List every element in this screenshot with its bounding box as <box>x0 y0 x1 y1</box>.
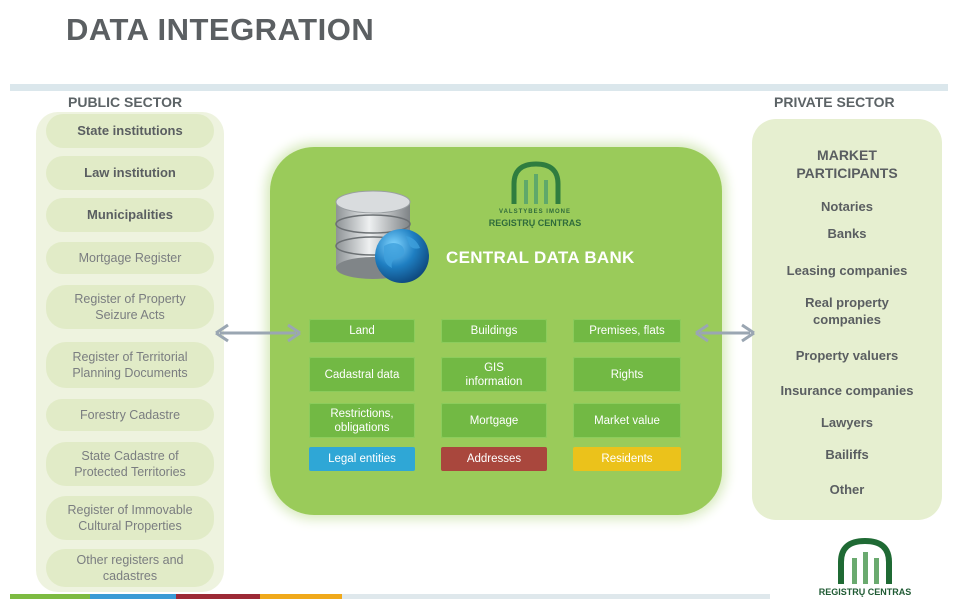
private-item-insurance: Insurance companies <box>780 383 914 398</box>
cell-restrictions: Restrictions, obligations <box>309 403 415 438</box>
central-data-bank-title: CENTRAL DATA BANK <box>446 248 635 267</box>
private-item-banks: Banks <box>827 226 867 241</box>
public-sector-title: PUBLIC SECTOR <box>68 94 183 110</box>
public-item-property-seizure: Register of Property Seizure Acts <box>46 285 214 329</box>
market-participants-heading: MARKET PARTICIPANTS <box>796 147 898 181</box>
public-item-state-institutions: State institutions <box>46 114 214 148</box>
public-item-cultural-properties: Register of Immovable Cultural Propertie… <box>46 496 214 540</box>
public-item-law-institution: Law institution <box>46 156 214 190</box>
database-globe-icon <box>335 190 429 283</box>
bar-segment-red <box>176 594 260 599</box>
bar-segment-grey <box>342 594 770 599</box>
left-double-arrow-icon <box>215 323 301 343</box>
right-double-arrow-icon <box>695 323 755 343</box>
private-item-real-property: Real property companies <box>805 295 889 327</box>
public-item-mortgage-register: Mortgage Register <box>46 242 214 274</box>
bottom-color-bar <box>10 594 770 599</box>
public-item-municipalities: Municipalities <box>46 198 214 232</box>
bar-segment-green <box>10 594 90 599</box>
private-sector-title: PRIVATE SECTOR <box>774 94 895 110</box>
cell-buildings: Buildings <box>441 319 547 343</box>
cell-mortgage: Mortgage <box>441 403 547 438</box>
cell-cadastral-data: Cadastral data <box>309 357 415 392</box>
header-divider <box>10 84 948 91</box>
cell-premises: Premises, flats <box>573 319 681 343</box>
cell-gis-information: GIS information <box>441 357 547 392</box>
cell-rights: Rights <box>573 357 681 392</box>
footer-logo-name: REGISTRŲ CENTRAS <box>818 587 912 597</box>
private-item-lawyers: Lawyers <box>820 415 874 430</box>
public-item-territorial-planning: Register of Territorial Planning Documen… <box>46 342 214 388</box>
bar-segment-blue <box>90 594 176 599</box>
public-item-other-registers: Other registers and cadastres <box>46 549 214 587</box>
cell-residents: Residents <box>573 447 681 471</box>
logo-subtitle: VALSTYBES IMONE <box>499 209 571 215</box>
registru-centras-logo-icon <box>511 161 561 204</box>
private-item-notaries: Notaries <box>820 199 874 214</box>
logo-name: REGISTRŲ CENTRAS <box>488 218 582 228</box>
cell-legal-entities: Legal entities <box>309 447 415 471</box>
cell-land: Land <box>309 319 415 343</box>
private-item-leasing: Leasing companies <box>786 263 908 278</box>
footer-registru-centras-logo-icon <box>838 538 892 584</box>
private-item-other: Other <box>829 482 865 497</box>
private-sector-panel <box>752 119 942 520</box>
page-title: DATA INTEGRATION <box>66 12 375 47</box>
public-item-protected-territories: State Cadastre of Protected Territories <box>46 442 214 486</box>
bar-segment-orange <box>260 594 342 599</box>
private-item-valuers: Property valuers <box>795 348 899 363</box>
public-item-forestry-cadastre: Forestry Cadastre <box>46 399 214 431</box>
cell-addresses: Addresses <box>441 447 547 471</box>
cell-market-value: Market value <box>573 403 681 438</box>
private-item-bailiffs: Bailiffs <box>825 447 869 462</box>
